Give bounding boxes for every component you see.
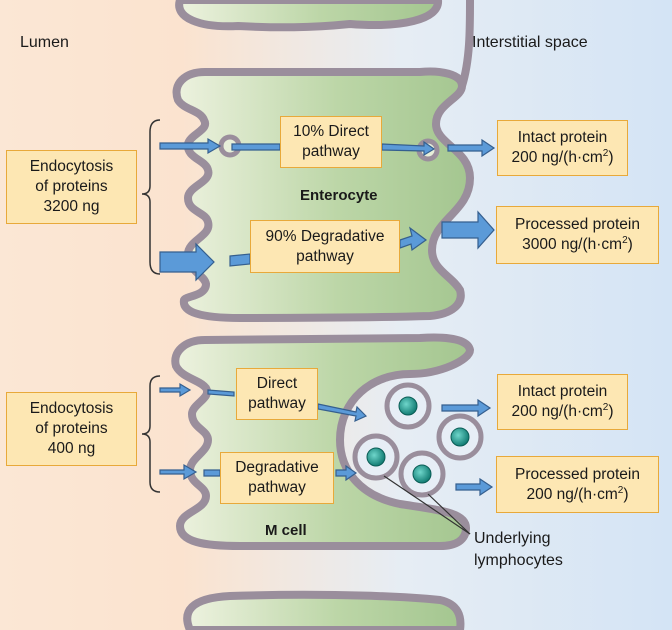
m-cell-intact-protein-box: Intact protein 200 ng/(h·cm2) <box>497 374 628 430</box>
cell-top-fragment <box>175 0 442 32</box>
enterocyte-processed-protein-box: Processed protein 3000 ng/(h·cm2) <box>496 206 659 264</box>
m-cell-processed-protein-label: Processed protein <box>515 465 640 483</box>
enterocyte-endocytosis-line1: Endocytosis <box>29 158 114 175</box>
m-cell-endocytosis-line2: of proteins <box>35 420 108 437</box>
arrow-entry-degradative <box>159 242 215 282</box>
arrow-m-direct-in <box>207 389 235 397</box>
enterocyte-endocytosis-amount: 3200 ng <box>43 198 100 215</box>
m-cell-direct-pathway-line1: Direct <box>256 375 298 392</box>
m-cell-endocytosis-amount: 400 ng <box>47 440 96 457</box>
m-cell-degradative-pathway-line2: pathway <box>248 479 306 496</box>
lumen-label: Lumen <box>20 34 69 51</box>
enterocyte-intact-protein-box: Intact protein 200 ng/(h·cm2) <box>497 120 628 176</box>
enterocyte-degradative-pathway-line1: 90% Degradative <box>265 227 385 245</box>
arrow-m-intact-out <box>441 398 492 418</box>
m-cell-degradative-pathway-box: Degradative pathway <box>220 452 334 504</box>
m-cell-direct-pathway-line2: pathway <box>248 395 306 412</box>
enterocyte-processed-protein-label: Processed protein <box>515 216 640 233</box>
arrow-entry-direct <box>159 137 222 155</box>
arrow-m-direct-out <box>317 403 368 423</box>
m-cell-degradative-pathway-line1: Degradative <box>235 459 319 476</box>
enterocyte-endocytosis-box: Endocytosis of proteins 3200 ng <box>6 150 137 224</box>
arrow-m-degradative-in <box>203 469 221 477</box>
arrow-degradative-in <box>229 253 251 267</box>
cell-bottom-fragment <box>183 590 465 630</box>
lymphocyte-callout-line <box>383 475 471 535</box>
m-cell-processed-protein-box: Processed protein 200 ng/(h·cm2) <box>496 456 659 513</box>
enterocyte-intact-protein-label: Intact protein <box>517 129 608 146</box>
lymphocyte <box>352 433 400 481</box>
m-cell-intact-protein-rate: 200 ng/(h·cm2) <box>511 402 614 421</box>
lymphocytes-label-line1: Underlying <box>474 530 551 547</box>
m-cell-direct-pathway-box: Direct pathway <box>236 368 318 420</box>
arrow-direct-in <box>231 143 281 151</box>
lymphocytes-label-line2: lymphocytes <box>474 552 563 569</box>
lymphocyte <box>398 450 446 498</box>
lymphocytes-label: Underlying lymphocytes <box>474 528 563 572</box>
enterocyte-direct-pathway-line2: pathway <box>302 143 360 160</box>
enterocyte-endocytosis-line2: of proteins <box>35 178 108 195</box>
m-cell-label: M cell <box>265 522 307 539</box>
lymphocyte <box>436 413 484 461</box>
enterocyte-degradative-pathway-line2: pathway <box>296 247 354 265</box>
enterocyte-intact-protein-rate: 200 ng/(h·cm2) <box>511 148 614 167</box>
m-cell-endocytosis-box: Endocytosis of proteins 400 ng <box>6 392 137 466</box>
m-cell-endocytosis-line1: Endocytosis <box>29 400 114 417</box>
interstitial-space-label: Interstitial space <box>472 34 588 51</box>
arrow-intact-out <box>447 138 496 158</box>
arrow-m-degradative-out <box>335 464 358 482</box>
enterocyte-processed-protein-rate: 3000 ng/(h·cm2) <box>522 235 633 254</box>
interstitial-edge <box>458 0 474 88</box>
brace-m-cell <box>141 375 161 493</box>
arrow-degradative-out <box>399 226 428 252</box>
arrow-m-processed-out <box>455 477 494 497</box>
brace-enterocyte <box>141 119 161 275</box>
enterocyte-direct-pathway-line1: 10% Direct <box>293 123 369 140</box>
m-cell-intact-protein-label: Intact protein <box>517 383 608 400</box>
lymphocyte <box>384 382 432 430</box>
arrow-processed-out <box>441 210 495 250</box>
m-cell-processed-protein-rate: 200 ng/(h·cm2) <box>526 484 629 503</box>
enterocyte-degradative-pathway-box: 90% Degradative pathway <box>250 220 400 273</box>
lymphocyte-callout-line <box>427 493 471 535</box>
arrow-direct-out <box>381 140 436 157</box>
arrow-m-entry-direct <box>159 382 192 398</box>
enterocyte-label: Enterocyte <box>300 187 378 204</box>
enterocyte-direct-pathway-box: 10% Direct pathway <box>280 116 382 168</box>
arrow-m-entry-degradative <box>159 463 198 481</box>
